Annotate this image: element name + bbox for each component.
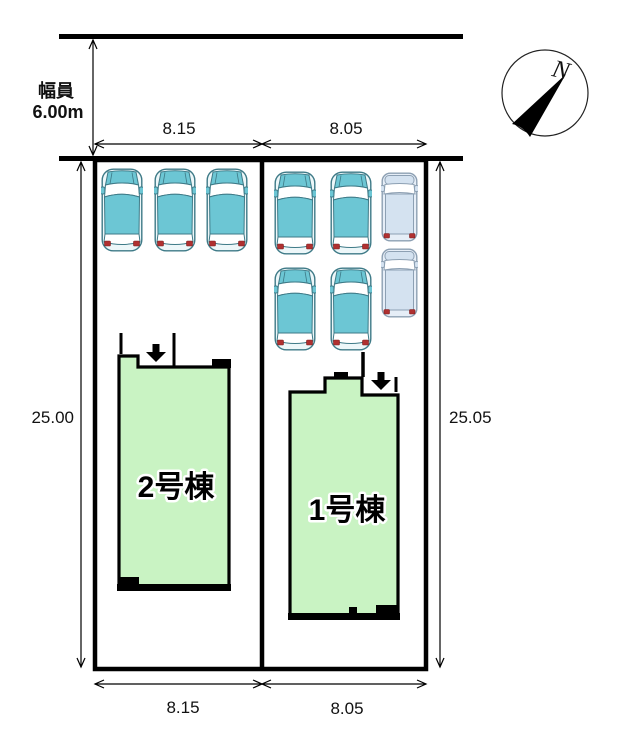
building-1-step [376, 605, 397, 615]
building-2-wall-bar [212, 359, 231, 368]
dimension-left-depth: 25.00 [31, 408, 74, 427]
dimension-bottom-lot2: 8.15 [166, 698, 199, 717]
road-width-value: 6.00m [32, 102, 83, 122]
car-icon [330, 267, 372, 351]
building-1-step [349, 607, 357, 615]
van-icon [381, 248, 418, 318]
dimension-bottom-lot1: 8.05 [330, 699, 363, 718]
entrance-arrow-icon [371, 372, 391, 390]
left-depth-dimension [76, 160, 86, 669]
road-upper-edge-line [59, 34, 463, 39]
bottom-width-dimension [93, 679, 428, 689]
dimension-right-depth: 25.05 [449, 408, 492, 427]
building-2: 2号棟 [117, 333, 231, 591]
dimension-top-lot2: 8.15 [162, 119, 195, 138]
dimension-top-lot1: 8.05 [329, 119, 362, 138]
car-icon [154, 168, 196, 252]
parking-lot2 [101, 168, 248, 252]
road-width-label: 幅員 [38, 80, 74, 101]
right-depth-dimension [435, 160, 445, 669]
building-1: 1号棟 [288, 352, 400, 620]
building-1-wall-bump [334, 372, 348, 379]
road-width-dimension [88, 38, 98, 157]
north-arrow-icon [512, 74, 566, 137]
parking-lot1 [274, 171, 418, 351]
van-icon [381, 172, 418, 242]
building-2-label: 2号棟 [138, 471, 216, 504]
building-2-bottom-wall [117, 584, 231, 591]
building-1-label: 1号棟 [309, 494, 387, 527]
car-icon [274, 171, 316, 255]
car-icon [101, 168, 143, 252]
compass: N [501, 49, 589, 137]
car-icon [330, 171, 372, 255]
car-icon [274, 267, 316, 351]
top-width-dimension [93, 139, 428, 149]
building-2-step [119, 577, 139, 586]
car-icon [206, 168, 248, 252]
building-1-bottom-wall [288, 613, 400, 620]
entrance-arrow-icon [146, 344, 166, 362]
